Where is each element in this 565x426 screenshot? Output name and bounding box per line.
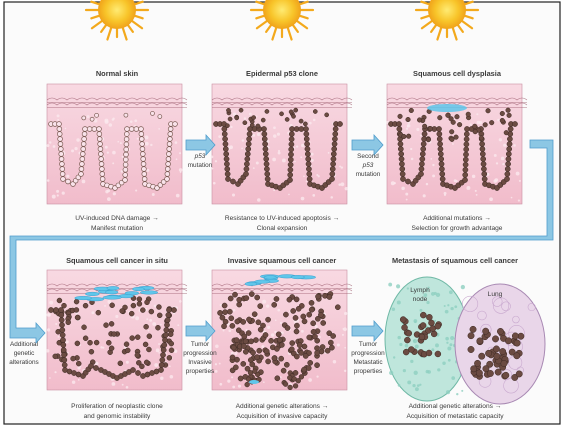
skin-illustration: [386, 84, 527, 204]
lung-label: Lung: [488, 291, 503, 298]
panel-title: Metastasis of squamous cell cancer: [392, 256, 518, 265]
lymph-node-label: node: [413, 296, 428, 303]
lung-illustration: [455, 284, 545, 404]
panel-caption-line-2: Clonal expansion: [257, 225, 308, 232]
transition-text: properties: [186, 368, 214, 375]
panel-title: Epidermal p53 clone: [246, 69, 318, 78]
transition-text: genetic: [14, 350, 35, 357]
lymph-node-label: Lymph: [410, 287, 430, 294]
transition-text: Invasive: [188, 359, 212, 366]
transition-text: Metastatic: [353, 359, 383, 366]
transition-text: Tumor: [191, 341, 210, 348]
panel-title: Normal skin: [96, 69, 139, 78]
skin-illustration: [46, 84, 187, 204]
panel-caption-line-1: Additional genetic alterations →: [409, 403, 502, 410]
transition-text: Second: [357, 153, 379, 160]
transition-text: properties: [354, 368, 382, 375]
panel-caption-line-2: Acquisition of metastatic capacity: [406, 413, 504, 420]
panel-caption-line-1: Resistance to UV-induced apoptosis →: [225, 215, 339, 222]
panel-caption-line-2: and genomic instability: [84, 413, 151, 420]
transition-text: alterations: [9, 359, 39, 366]
panel-caption-line-2: Manifest mutation: [91, 225, 143, 232]
transition-text: Additional: [10, 341, 38, 348]
panel-title: Invasive squamous cell cancer: [228, 256, 337, 265]
panel-title: Squamous cell dysplasia: [413, 69, 502, 78]
skin-illustration: [212, 270, 352, 390]
panel-title: Squamous cell cancer in situ: [66, 256, 168, 265]
skin-illustration: [46, 270, 187, 390]
transition-text: mutation: [356, 171, 381, 178]
panel-caption-line-2: Acquisition of invasive capacity: [237, 413, 329, 420]
transition-text: progression: [351, 350, 385, 357]
transition-text: Tumor: [359, 341, 378, 348]
transition-text: p53: [362, 162, 374, 169]
panel-caption-line-1: Additional mutations →: [423, 215, 491, 222]
panel-caption-line-1: UV-induced DNA damage →: [75, 215, 159, 222]
transition-text: progression: [183, 350, 217, 357]
transition-text: p53: [194, 153, 206, 160]
panel-caption-line-1: Additional genetic alterations →: [236, 403, 329, 410]
panel-caption-line-1: Proliferation of neoplastic clone: [71, 403, 163, 410]
transition-text: mutation: [188, 162, 213, 169]
panel-caption-line-2: Selection for growth advantage: [412, 225, 503, 232]
skin-illustration: [211, 84, 352, 204]
